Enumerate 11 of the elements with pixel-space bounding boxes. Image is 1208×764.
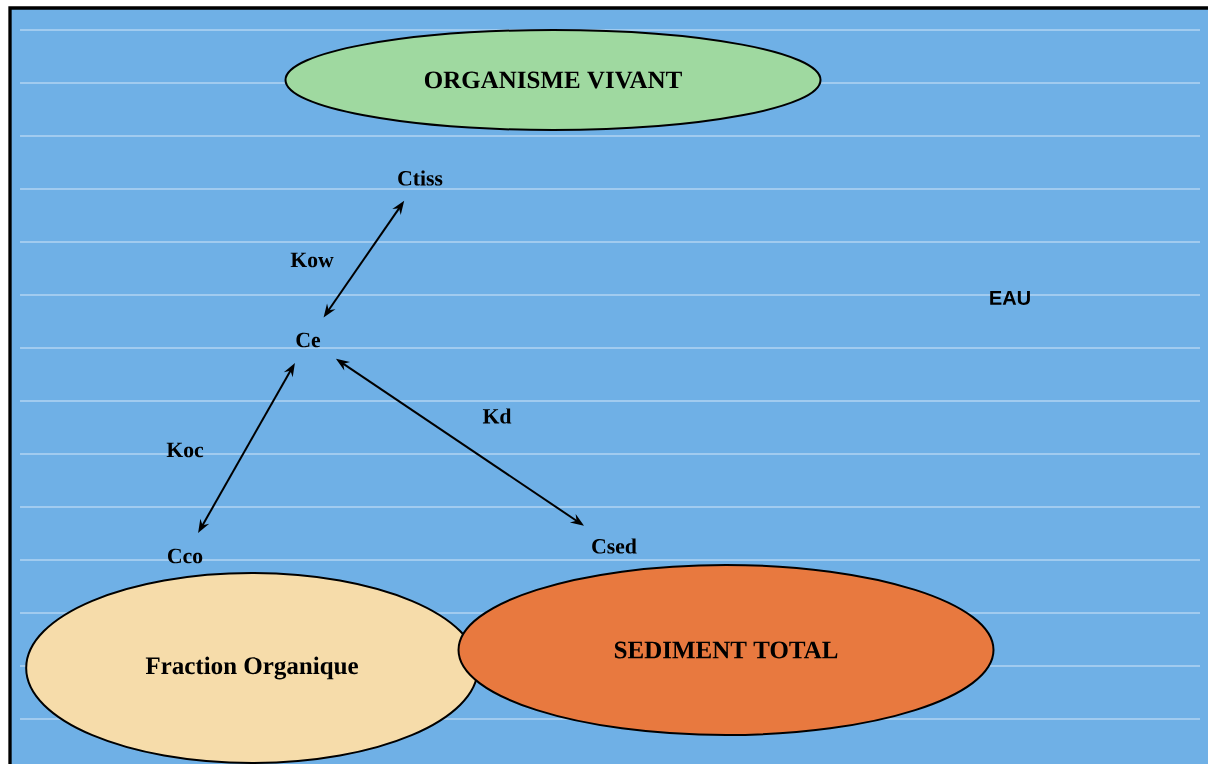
edge-label: Kow [290, 252, 334, 268]
concentration-label: Ce [296, 332, 321, 348]
ellipse-node: ORGANISME VIVANT [284, 29, 822, 131]
region-label: EAU [990, 291, 1030, 305]
ellipse-node: SEDIMENT TOTAL [457, 564, 995, 736]
concentration-label: Csed [592, 538, 637, 554]
edge-label: Kd [482, 408, 512, 424]
concentration-label: Cco [168, 548, 203, 564]
concentration-label: Ctiss [398, 170, 443, 186]
ellipse-node: Fraction Organique [25, 572, 479, 764]
edge-label: Koc [166, 442, 204, 458]
